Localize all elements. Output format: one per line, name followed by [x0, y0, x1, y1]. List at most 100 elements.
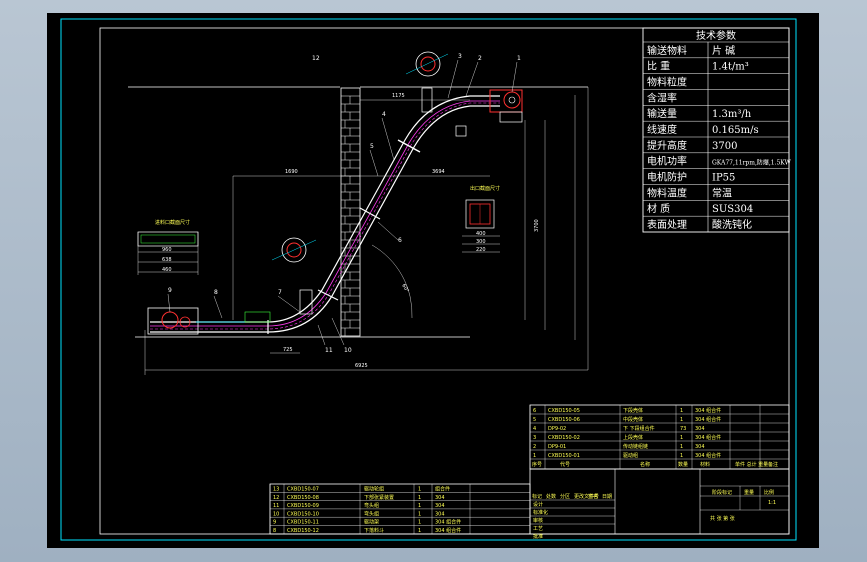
bom-upper-mat: 304 组合件	[695, 452, 721, 459]
bom-lower-mat: 304	[435, 495, 445, 501]
title-block-label: 日期	[602, 494, 612, 500]
bom-lower-mat: 304	[435, 511, 445, 517]
part-number-12: 12	[312, 55, 320, 62]
bom-upper-no: 6	[533, 408, 536, 414]
dim-mid-right: 3694	[432, 169, 445, 175]
bom-lower-name: 弯头组	[364, 510, 379, 517]
title-block: 阶段标记 重量 比例 1:1 共 张 第 张 标记处数分区更改文件号签名日期设计…	[529, 468, 790, 540]
part-number-4: 4	[382, 111, 386, 118]
part-number-2: 2	[478, 55, 482, 62]
bom-lower-name: 驱动架	[364, 519, 379, 526]
tech-param-value: SUS304	[712, 204, 753, 215]
bom-upper-name: 下段壳体	[623, 407, 643, 414]
title-block-label: 分区	[560, 493, 570, 500]
part-number-10: 10	[344, 347, 352, 354]
bom-upper-no: 2	[533, 444, 536, 450]
bom-lower-qty: 1	[418, 511, 421, 517]
part-leaders	[167, 59, 518, 346]
inlet-dim-3: 460	[162, 267, 172, 273]
bom-upper-mat: 304 组合件	[695, 416, 721, 423]
title-block-label: 签名	[588, 493, 598, 500]
bom-lower-no: 11	[273, 503, 279, 509]
tech-param-value: IP55	[712, 173, 735, 184]
dim-bottom-total: 6925	[355, 363, 368, 369]
bom-lower-mat: 组合件	[435, 486, 450, 493]
outlet-dim-3: 220	[476, 247, 486, 253]
bom-lower-code: CXBD150-07	[287, 487, 319, 493]
inlet-section-title: 进料口截面尺寸	[155, 219, 190, 226]
tech-param-value: 1.3m³/h	[712, 109, 752, 120]
bom-upper-mat: 304 组合件	[695, 407, 721, 414]
tech-param-label: 输送量	[647, 107, 677, 120]
bom-lower-mat: 304 组合件	[435, 527, 461, 534]
part-number-1: 1	[517, 55, 521, 62]
bom-upper-qty: 1	[680, 435, 683, 441]
tech-param-label: 比 重	[647, 60, 670, 73]
bom-lower-name: 驱动轮组	[364, 486, 384, 493]
bom-upper-no: 1	[533, 453, 536, 459]
tech-param-value: 0.165m/s	[712, 125, 759, 136]
tech-param-label: 提升高度	[647, 139, 687, 152]
dimension-lines	[144, 87, 589, 375]
tech-param-label: 电机功率	[647, 155, 687, 168]
bom-lower-mat: 304 组合件	[435, 519, 461, 526]
bom-lower-qty: 1	[418, 495, 421, 501]
inner-border	[99, 27, 790, 535]
dim-height: 3700	[534, 219, 540, 232]
part-number-7: 7	[278, 289, 282, 296]
bom-upper-no: 4	[533, 426, 536, 432]
inlet-section-detail: 进料口截面尺寸 960 638 460	[137, 219, 199, 275]
bom-upper-qty: 1	[680, 408, 683, 414]
bom-lower-qty: 1	[418, 487, 421, 493]
tech-param-value: 3700	[712, 141, 737, 152]
tech-param-label: 物料粒度	[647, 76, 687, 89]
bom-lower-no: 9	[273, 520, 276, 526]
bom-upper-mat: 304 组合件	[695, 434, 721, 441]
conveyor-casing	[150, 95, 500, 334]
bom-upper-code: DP9-02	[548, 426, 566, 432]
dim-bottom-small: 725	[283, 347, 293, 353]
bom-lower-mat: 304	[435, 503, 445, 509]
dim-angle: 60°	[400, 283, 410, 294]
title-block-role: 标准化	[533, 509, 548, 516]
outer-border	[60, 18, 797, 541]
bom-lower-no: 12	[273, 495, 279, 501]
bom-upper-mat: 304	[695, 426, 705, 432]
bom-upper-name: 上段壳体	[623, 434, 643, 441]
bom-upper-name: 驱动组	[623, 452, 638, 459]
title-weight-label: 重量	[744, 489, 754, 496]
bom-upper-qty: 1	[680, 417, 683, 423]
bom-upper-no: 5	[533, 417, 536, 423]
bom-header-cell: 材料	[700, 461, 710, 468]
tech-param-label: 电机防护	[647, 171, 687, 184]
bom-header-cell: 单件 总计 重量	[735, 461, 768, 468]
bom-lower-code: CXBD150-11	[287, 520, 319, 526]
bom-upper-code: CXBD150-02	[548, 435, 580, 441]
part-number-8: 8	[214, 289, 218, 296]
bom-lower-qty: 1	[418, 528, 421, 534]
bom-upper-code: CXBD150-01	[548, 453, 580, 459]
tech-param-label: 输送物料	[647, 44, 687, 57]
bom-upper-no: 3	[533, 435, 536, 441]
tech-param-value: 常温	[712, 186, 732, 199]
tech-param-label: 表面处理	[647, 218, 687, 231]
tech-param-value: 片 碱	[712, 44, 735, 57]
bom-upper-name: 传动链组链	[623, 443, 648, 450]
brick-wall	[340, 87, 361, 337]
title-block-label: 更改文件号	[574, 493, 599, 500]
outlet-chute	[421, 87, 467, 137]
title-block-label: 处数	[546, 493, 556, 500]
tech-param-label: 物料温度	[647, 186, 687, 199]
outlet-dim-2: 300	[476, 239, 486, 245]
tech-param-label: 含湿率	[647, 91, 677, 104]
bom-lower-code: CXBD150-08	[287, 495, 319, 501]
bom-header-cell: 数量	[678, 461, 688, 468]
tech-param-value: 酸洗钝化	[712, 218, 752, 231]
part-number-5: 5	[370, 143, 374, 150]
title-block-role: 审核	[533, 517, 543, 524]
outlet-section-detail: 出口截面尺寸 400 300 220	[462, 185, 500, 253]
